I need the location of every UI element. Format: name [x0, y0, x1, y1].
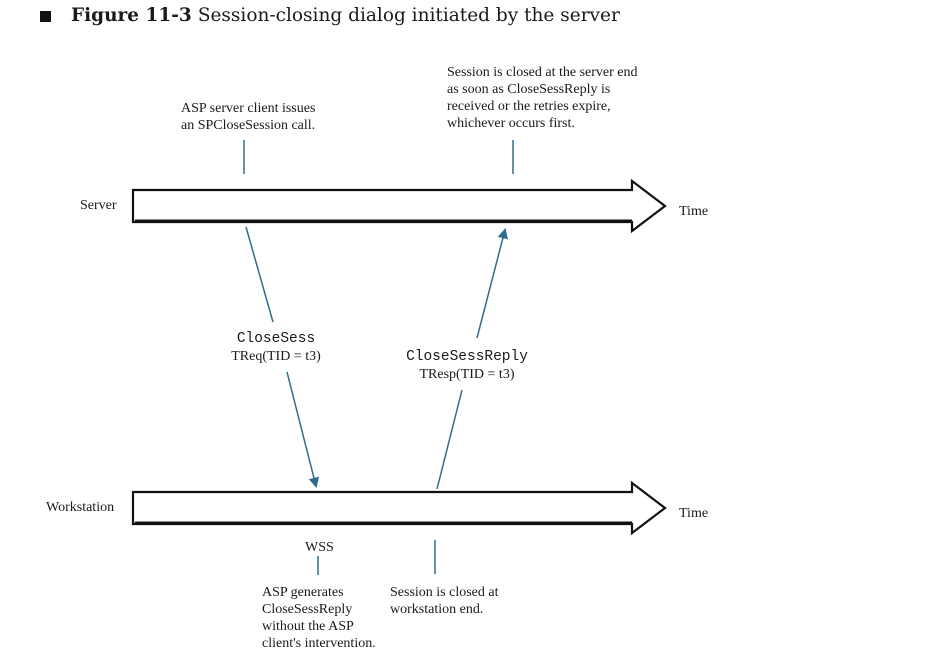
note-line: ASP generates — [262, 585, 344, 600]
closesess-message-label: CloseSess TReq(TID = t3) — [214, 330, 338, 365]
note-line: ASP server client issues — [181, 101, 316, 116]
note-line: CloseSessReply — [262, 602, 353, 617]
closesessreply-packet: TResp(TID = t3) — [419, 367, 515, 382]
closesessreply-name: CloseSessReply — [406, 349, 528, 365]
note-line: without the ASP — [262, 619, 354, 634]
ws-closed-note: Session is closed at workstation end. — [390, 584, 499, 618]
closesessreply-arrow-lower — [436, 389, 463, 490]
figure-number: Figure 11-3 — [71, 5, 192, 26]
server-label: Server — [80, 198, 117, 213]
note-line: client's intervention. — [262, 636, 376, 651]
note-line: Session is closed at the server end — [447, 65, 638, 80]
note-line: Session is closed at — [390, 585, 499, 600]
closesessreply-arrow-upper — [476, 227, 508, 339]
note-line: received or the retries expire, — [447, 99, 611, 114]
workstation-time-label: Time — [679, 506, 709, 521]
workstation-timeline-arrow — [131, 480, 667, 536]
note-line: whichever occurs first. — [447, 116, 575, 131]
closesessreply-message-label: CloseSessReply TResp(TID = t3) — [392, 348, 542, 383]
closesess-arrow-lower — [286, 371, 320, 489]
server-issue-note: ASP server client issues an SPCloseSessi… — [181, 100, 315, 134]
title-bullet — [40, 11, 51, 22]
server-time-label: Time — [679, 204, 709, 219]
note-line: an SPCloseSession call. — [181, 118, 316, 133]
figure-caption: Session-closing dialog initiated by the … — [197, 5, 620, 26]
server-timeline-arrow — [131, 178, 667, 234]
closesess-packet: TReq(TID = t3) — [231, 349, 321, 364]
closesess-arrow-upper — [245, 226, 274, 323]
closesess-name: CloseSess — [236, 331, 316, 347]
note-line: as soon as CloseSessReply is — [447, 82, 611, 97]
wss-label: WSS — [305, 540, 334, 555]
server-closed-note: Session is closed at the server end as s… — [447, 64, 638, 132]
asp-generates-note: ASP generates CloseSessReply without the… — [262, 584, 376, 652]
workstation-label: Workstation — [46, 500, 115, 515]
note-line: workstation end. — [390, 602, 484, 617]
